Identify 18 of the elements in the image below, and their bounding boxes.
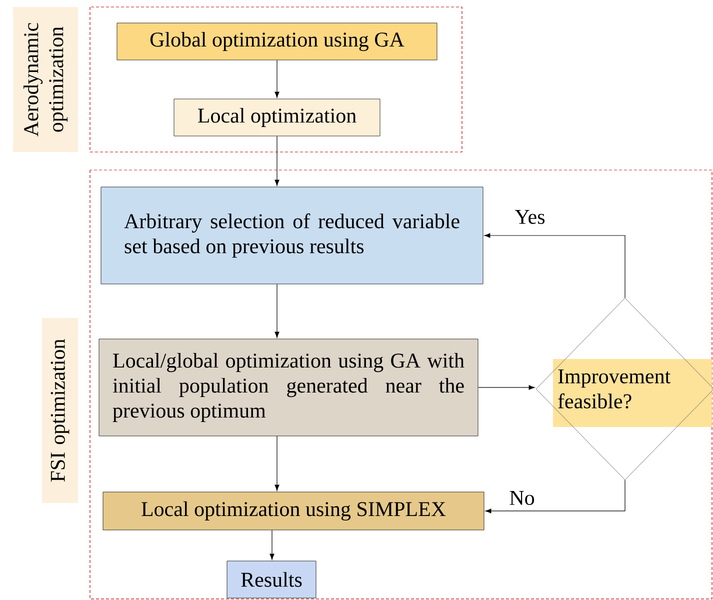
process-box: Arbitrary selection of reduced variable set based on previous results [100,186,484,284]
process-box: Local optimization using SIMPLEX [102,492,484,530]
process-box: Global optimization using GA [116,22,438,60]
edge-label: Yes [514,209,546,225]
arrow [274,60,280,98]
arrow [270,530,274,560]
edge-label: No [508,490,536,506]
arrow [274,136,280,186]
process-box: Local optimization [174,98,380,136]
node-label: Aerodynamic optimization [23,22,68,136]
node-label: FSI optimization [50,339,70,482]
arrow [484,233,626,298]
arrow [274,284,280,338]
arrow [485,480,626,514]
arrow [274,436,280,491]
process-box: Local/global optimization using GA with initial population generated near the previous optimum [98,338,478,436]
arrow [478,385,535,390]
process-box: Results [226,560,316,598]
